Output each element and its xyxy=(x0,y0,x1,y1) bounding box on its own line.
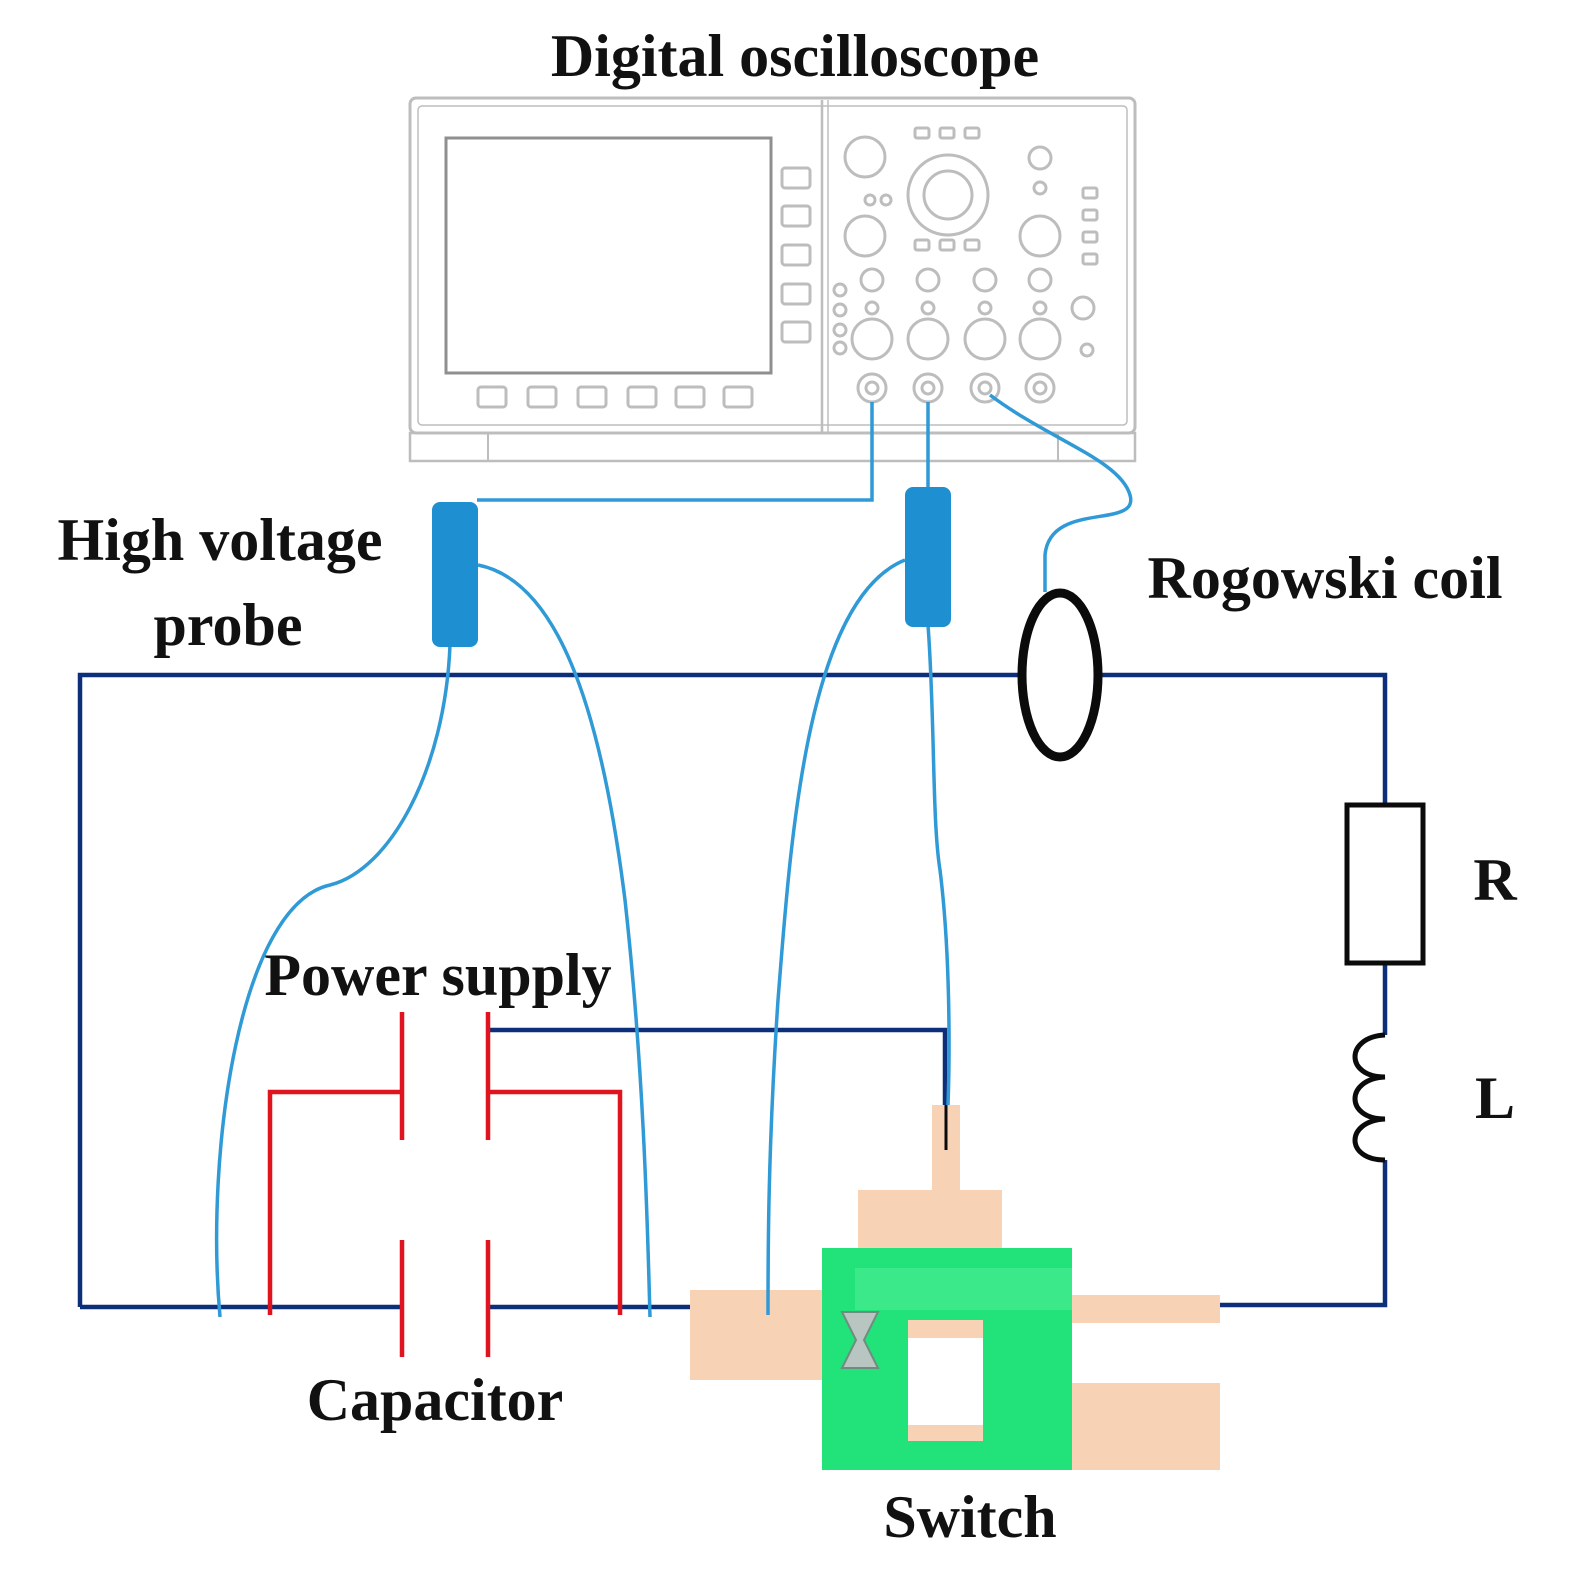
capacitor-icon xyxy=(267,1012,623,1357)
inductor-icon xyxy=(1352,1032,1386,1163)
oscilloscope-screen xyxy=(444,136,773,375)
capacitor-label: Capacitor xyxy=(307,1367,564,1433)
resistor-label: R xyxy=(1473,847,1517,913)
circuit-wires xyxy=(77,672,1388,1310)
rogowski-coil-label: Rogowski coil xyxy=(1147,545,1502,611)
switch-icon xyxy=(690,1105,1220,1470)
high-voltage-probe-icon xyxy=(432,502,478,647)
high-voltage-probe-label-line1: High voltage xyxy=(58,507,383,573)
switch-label: Switch xyxy=(883,1484,1056,1550)
rogowski-coil-icon xyxy=(1017,588,1103,762)
resistor-icon xyxy=(1344,802,1426,966)
oscilloscope-label: Digital oscilloscope xyxy=(551,23,1039,89)
probe-cables xyxy=(214,393,1133,1318)
oscilloscope-icon xyxy=(408,96,1137,463)
probe-icon xyxy=(905,487,951,627)
inductor-label: L xyxy=(1475,1065,1515,1131)
high-voltage-probe-label-line2: probe xyxy=(154,592,303,658)
power-supply-label: Power supply xyxy=(264,942,611,1008)
